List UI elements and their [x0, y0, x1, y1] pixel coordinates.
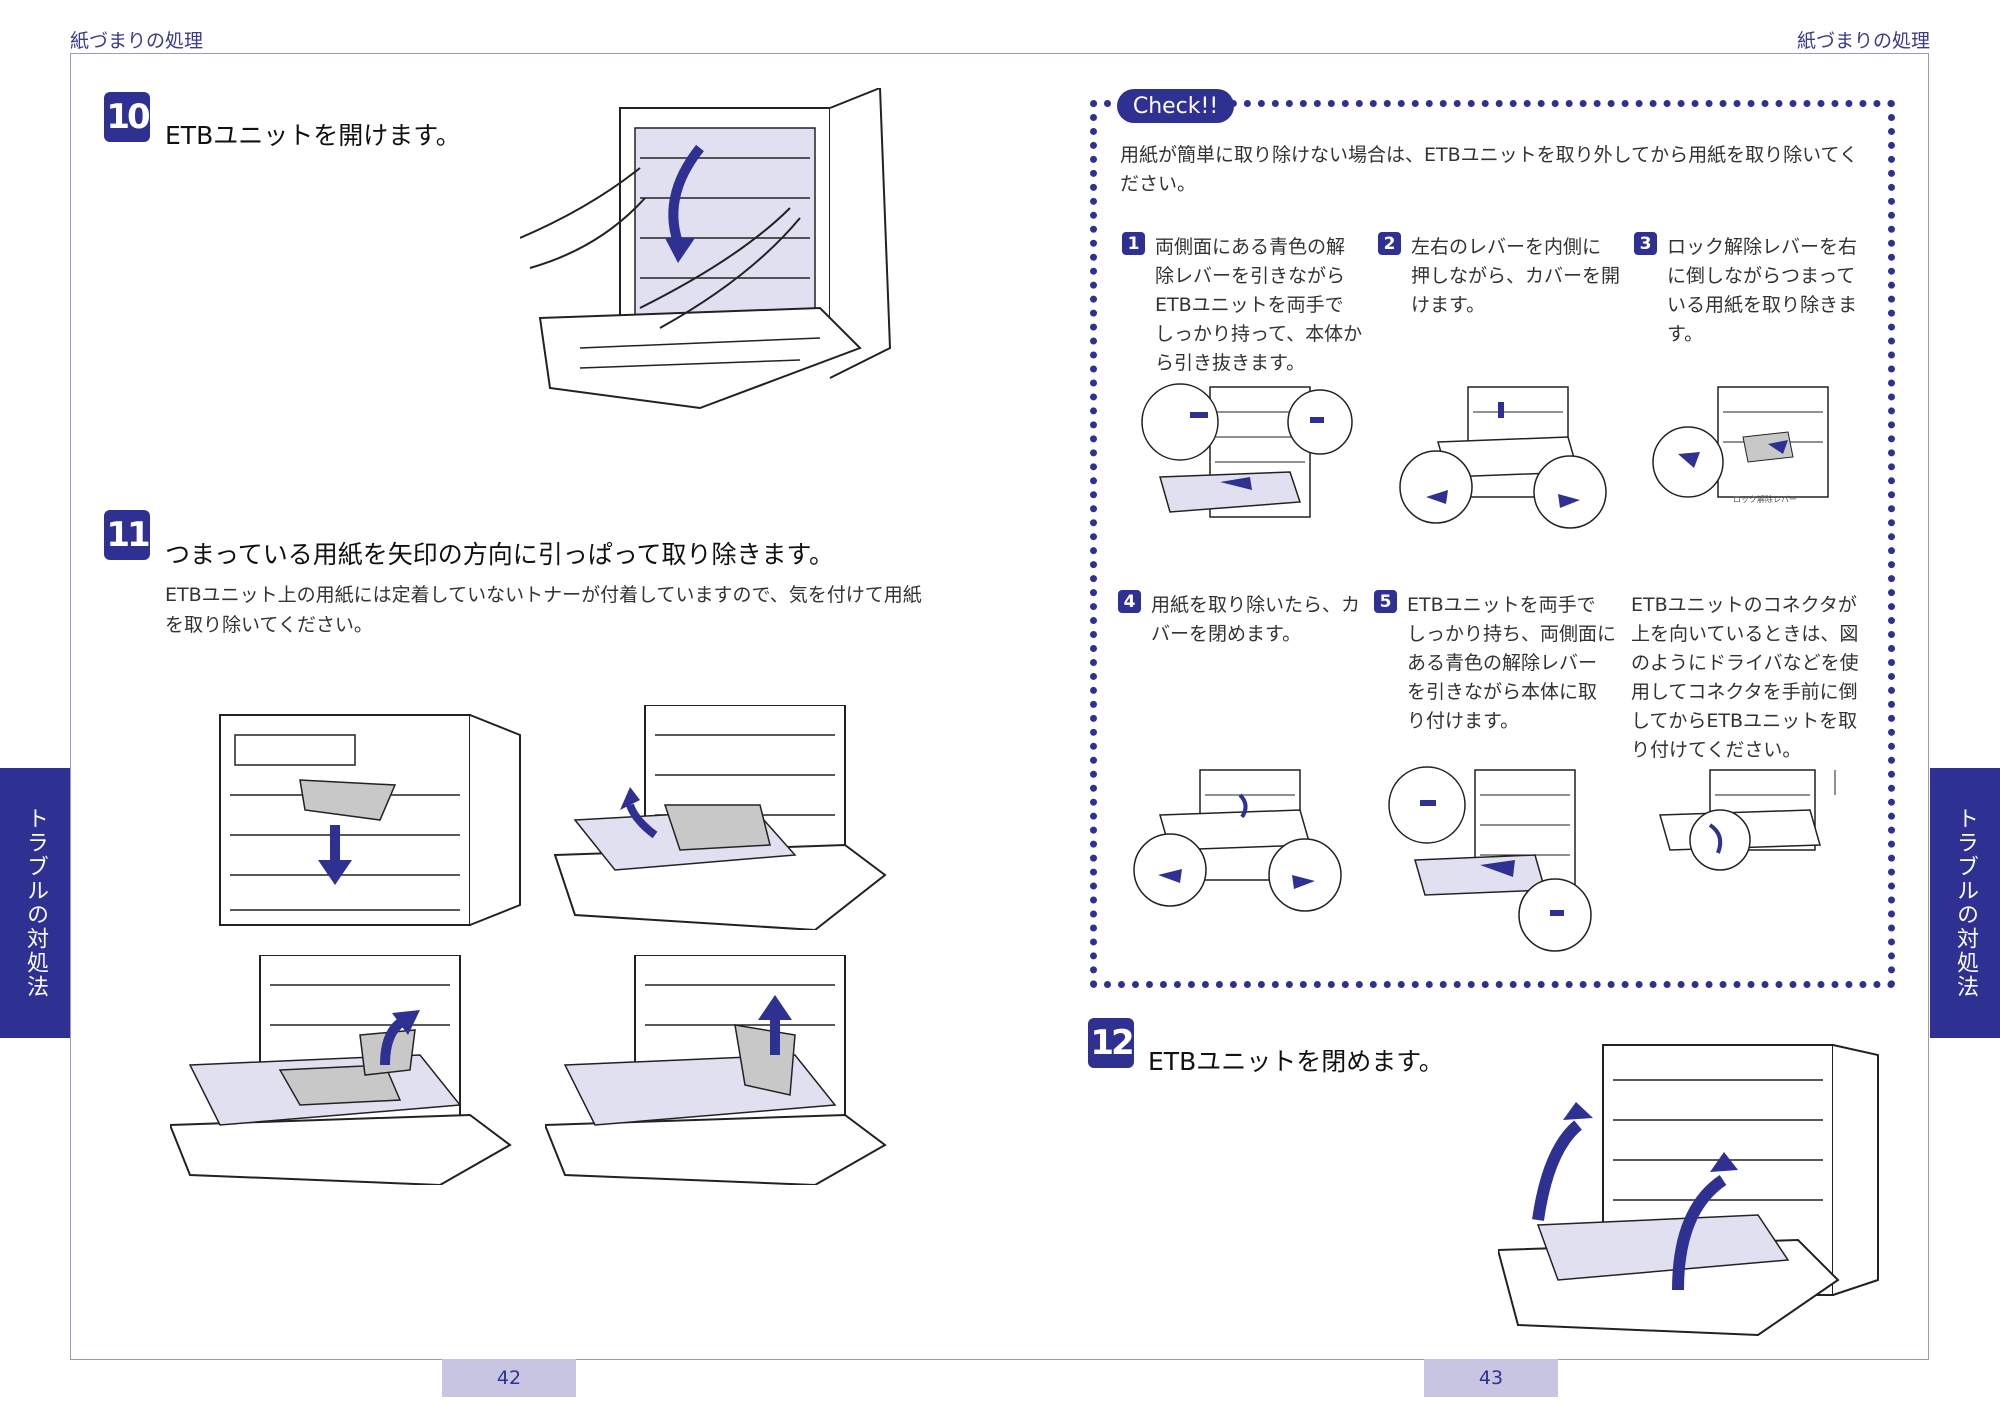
step-10-badge: 10	[104, 92, 151, 142]
check-label: Check!!	[1117, 89, 1234, 123]
illustration-remove-paper-3	[170, 955, 520, 1185]
step-12-badge: 12	[1088, 1018, 1135, 1068]
illustration-check-2	[1398, 382, 1608, 532]
side-tab-left[interactable]: トラブルの対処法	[0, 768, 70, 1038]
check-note-text: ETBユニットのコネクタが 上を向いているときは、図 のようにドライバなどを使 …	[1631, 594, 1859, 761]
step-11-body-line1: ETBユニット上の用紙には定着していないトナーが付着していますので、気を付けて用…	[165, 584, 922, 606]
check-item-1-text: 両側面にある青色の解 除レバーを引きながら ETBユニットを両手で しっかり持っ…	[1155, 236, 1363, 374]
check-item-1-number: 1	[1122, 232, 1145, 255]
illustration-remove-paper-2	[545, 705, 915, 930]
page-number-right: 43	[1424, 1359, 1558, 1397]
illustration-remove-paper-1	[180, 705, 525, 930]
illustration-check-5	[1385, 765, 1600, 955]
illustration-check-note	[1650, 765, 1850, 885]
step-11-body-line2: を取り除いてください。	[165, 614, 373, 636]
illustration-open-etb	[520, 88, 900, 413]
check-item-5-text: ETBユニットを両手で しっかり持ち、両側面に ある青色の解除レバー を引きなが…	[1407, 594, 1617, 732]
illustration-check-1	[1140, 382, 1355, 532]
running-head-right: 紙づまりの処理	[1796, 30, 1930, 52]
step-10-title: ETBユニットを開けます。	[165, 121, 461, 150]
check-item-5-number: 5	[1374, 590, 1397, 613]
check-item-2-number: 2	[1378, 232, 1401, 255]
check-item-2-text: 左右のレバーを内側に 押しながら、カバーを開 けます。	[1411, 236, 1621, 316]
check-intro-line2: ださい。	[1120, 173, 1197, 195]
illustration-remove-paper-4	[545, 955, 915, 1185]
step-12-title: ETBユニットを閉めます。	[1148, 1047, 1444, 1076]
step-11-title: つまっている用紙を矢印の方向に引っぱって取り除きます。	[165, 540, 835, 569]
illustration-check-3: ロック解除レバー	[1648, 382, 1858, 504]
lever-caption: ロック解除レバー	[1733, 494, 1797, 504]
page-number-left: 42	[442, 1359, 576, 1397]
check-item-4-text: 用紙を取り除いたら、カ バーを閉めます。	[1151, 594, 1361, 645]
check-item-3-text: ロック解除レバーを右 に倒しながらつまって いる用紙を取り除きま す。	[1667, 236, 1858, 345]
check-item-4-number: 4	[1118, 590, 1141, 613]
page-frame	[70, 53, 1929, 1360]
check-intro-line1: 用紙が簡単に取り除けない場合は、ETBユニットを取り外してから用紙を取り除いてく	[1120, 144, 1858, 166]
side-tab-right[interactable]: トラブルの対処法	[1930, 768, 2000, 1038]
check-item-3-number: 3	[1634, 232, 1657, 255]
illustration-close-etb	[1498, 1040, 1883, 1340]
running-head-left: 紙づまりの処理	[70, 30, 204, 52]
step-11-badge: 11	[104, 510, 151, 560]
illustration-check-4	[1130, 765, 1345, 915]
check-box	[1090, 100, 1895, 988]
